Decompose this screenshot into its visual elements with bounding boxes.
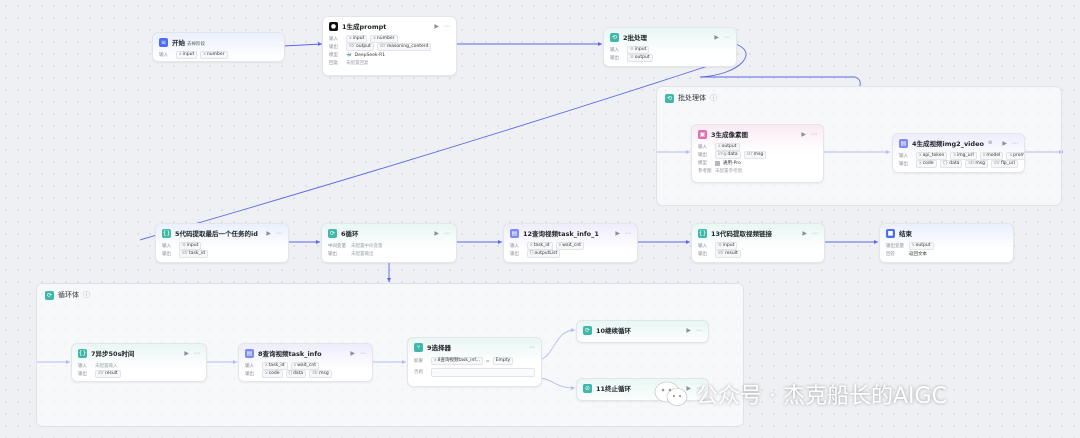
wechat-icon	[654, 381, 688, 407]
loop-icon: ⟳	[45, 290, 54, 300]
start-icon: ≡	[159, 37, 168, 47]
more-icon[interactable]: ⋯	[360, 349, 366, 357]
run-icon[interactable]: ▶	[434, 22, 439, 30]
deepseek-icon: 🐳	[346, 52, 352, 58]
continue-icon: ⟳	[583, 325, 592, 335]
run-icon[interactable]: ▶	[802, 229, 807, 237]
code-icon: {}	[78, 348, 87, 358]
node-title: 11终止循环	[596, 385, 632, 393]
node-title: 结束	[899, 230, 912, 238]
batch-icon: ⟲	[610, 32, 619, 42]
more-icon[interactable]: ⋯	[812, 229, 818, 237]
code-icon: {}	[162, 228, 171, 238]
plugin-icon: ▤	[899, 138, 908, 148]
more-icon[interactable]: ⋯	[276, 229, 282, 237]
node-title: 2批处理	[623, 34, 648, 42]
run-icon[interactable]: ▶	[686, 384, 691, 392]
node-title: 5代码提取最后一个任务的id	[175, 230, 258, 238]
node-title: 4生成视频img2_video	[912, 140, 984, 148]
more-icon[interactable]: ⋯	[811, 130, 817, 138]
node-2-batch[interactable]: ⟲2批处理▶⋯ 输入≡input 输出≡output	[603, 27, 737, 67]
more-icon[interactable]: ⋯	[696, 326, 702, 334]
node-title: 6循环	[341, 230, 359, 238]
loop-group-title: 循环体	[58, 291, 79, 299]
else-branch-box	[431, 367, 535, 377]
node-6-loop[interactable]: ⟳6循环▶⋯ 中间变量未配置中间变量 输出未配置输出	[321, 223, 457, 263]
batch-icon: ⟲	[665, 93, 674, 103]
more-icon[interactable]: ⋯	[696, 384, 702, 392]
node-title: 1生成prompt	[342, 23, 387, 31]
node-title: 12查询视频task_info_1	[523, 230, 599, 238]
run-icon[interactable]: ▶	[1002, 139, 1007, 147]
selector-icon: ⑂	[414, 342, 423, 352]
more-icon[interactable]: ⋯	[1012, 139, 1018, 147]
stop-icon: ⊘	[583, 383, 592, 393]
node-title: 9选择器	[427, 344, 452, 352]
node-title: 开始去掉阶段	[172, 39, 205, 47]
run-icon[interactable]: ▶	[615, 229, 620, 237]
code-icon: {}	[698, 228, 707, 238]
node-title: 13代码提取视频链接	[711, 230, 773, 238]
run-icon[interactable]: ▶	[184, 349, 189, 357]
watermark: 公众号 · 杰克船长的AIGC	[654, 378, 947, 410]
plugin-icon: ▤	[510, 228, 519, 238]
node-10-continue-loop[interactable]: ⟳ 10继续循环 ▶ ⋯	[576, 320, 709, 343]
node-title: 8查询视频task_info	[258, 350, 322, 358]
run-icon[interactable]: ▶	[350, 349, 355, 357]
run-icon[interactable]: ▶	[686, 326, 691, 334]
more-icon[interactable]: ⋯	[444, 22, 450, 30]
batch-group-title: 批处理体	[678, 94, 706, 102]
end-icon: ■	[886, 228, 895, 238]
run-icon[interactable]: ▶	[714, 33, 719, 41]
more-icon[interactable]: ⋯	[724, 33, 730, 41]
run-icon[interactable]: ▶	[434, 229, 439, 237]
loop-icon: ⟳	[328, 228, 337, 238]
model-thumb-icon	[715, 160, 720, 166]
image-icon: ▣	[698, 129, 707, 139]
run-icon[interactable]: ▶	[266, 229, 271, 237]
node-title: 10继续循环	[596, 327, 632, 335]
llm-icon: ●	[329, 21, 338, 31]
watermark-text: 公众号 · 杰克船长的AIGC	[696, 384, 947, 409]
plugin-icon: ▤	[245, 348, 254, 358]
more-icon[interactable]: ⋯	[444, 229, 450, 237]
run-icon[interactable]: ▶	[801, 130, 806, 138]
info-icon[interactable]: ⓘ	[710, 94, 717, 102]
verified-icon: ⊛	[987, 140, 993, 146]
node-title: 7异步50s时间	[91, 350, 135, 358]
more-icon[interactable]: ⋯	[194, 349, 200, 357]
info-icon[interactable]: ⓘ	[83, 291, 90, 299]
more-icon[interactable]: ⋯	[529, 343, 535, 351]
more-icon[interactable]: ⋯	[625, 229, 631, 237]
node-title: 3生成像素图	[711, 131, 749, 139]
